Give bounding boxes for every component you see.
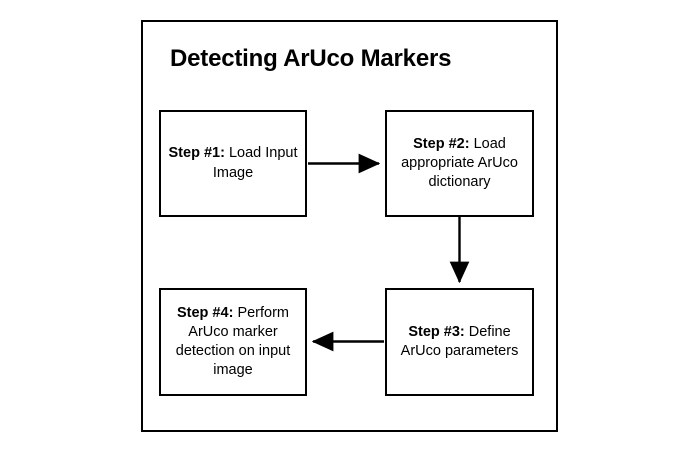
step-4-text: Step #4: Perform ArUco marker detection … <box>167 304 299 381</box>
step-1-label: Step #1: <box>168 145 225 162</box>
step-4-label: Step #4: <box>176 304 234 321</box>
step-3-label: Step #3: <box>408 323 465 340</box>
step-box-4[interactable]: Step #4: Perform ArUco marker detection … <box>159 288 307 396</box>
step-3-text: Step #3: Define ArUco parameters <box>393 323 526 361</box>
step-2-label: Step #2: <box>413 135 470 152</box>
step-2-text: Step #2: Load appropriate ArUco dictiona… <box>393 135 526 192</box>
step-box-3[interactable]: Step #3: Define ArUco parameters <box>385 288 534 396</box>
step-4-body: Perform ArUco marker detection on input … <box>175 304 291 379</box>
page-title: Detecting ArUco Markers <box>170 45 452 72</box>
step-1-body: Load Input Image <box>212 145 298 181</box>
step-box-1[interactable]: Step #1: Load Input Image <box>159 110 307 217</box>
step-3-body: Define ArUco parameters <box>400 323 519 359</box>
step-2-body: Load appropriate ArUco dictionary <box>401 135 518 191</box>
step-1-text: Step #1: Load Input Image <box>167 144 299 182</box>
step-box-2[interactable]: Step #2: Load appropriate ArUco dictiona… <box>385 110 534 217</box>
